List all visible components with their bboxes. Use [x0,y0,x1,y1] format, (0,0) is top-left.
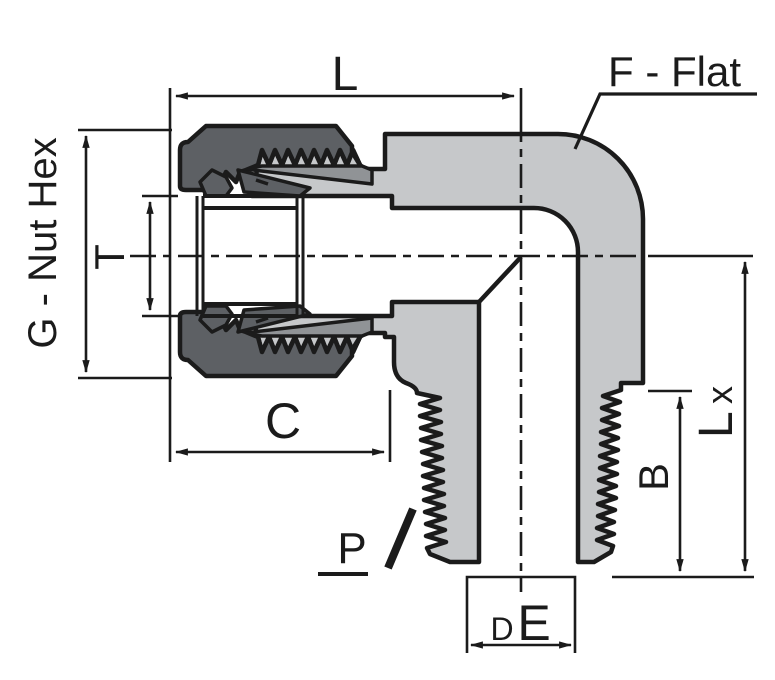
label-lx-main: L [690,411,743,438]
compression-nut [177,123,363,379]
bore-cone-edge [477,255,523,304]
label-g-nut-hex: G - Nut Hex [21,137,65,348]
ferrule-set [198,168,312,334]
f-flat-leader [573,92,757,150]
de-box [465,575,577,653]
label-d: D [490,611,513,647]
label-p: P [337,524,366,573]
p-leader-slash [384,507,417,570]
front-ferrule-upper [236,168,312,198]
label-c: C [265,393,301,449]
nut-upper [177,123,363,193]
label-l: L [332,48,359,101]
dimension-labels: L F - Flat G - Nut Hex T C P B L x D E [21,48,743,651]
label-b: B [630,463,677,491]
centerlines [130,88,640,592]
label-lx-sub: x [699,386,740,404]
label-t: T [86,244,133,270]
label-e: E [517,595,550,651]
dimensions [78,88,757,653]
label-f-flat: F - Flat [608,48,741,95]
nut-lower [177,309,363,379]
